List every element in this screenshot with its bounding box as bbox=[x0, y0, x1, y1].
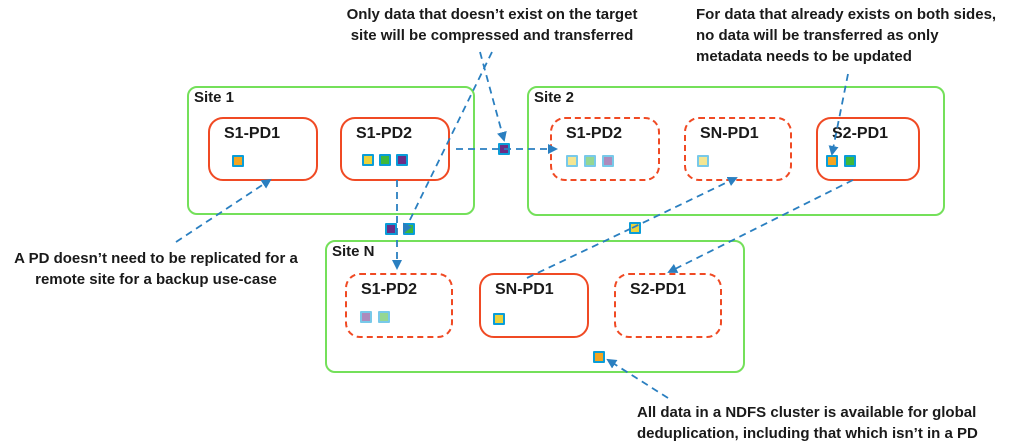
data-block-green-replica bbox=[584, 155, 596, 167]
data-block-green bbox=[844, 155, 856, 167]
data-block-yellow-replica bbox=[566, 155, 578, 167]
data-block-green bbox=[379, 154, 391, 166]
site-n: Site N bbox=[325, 240, 745, 373]
site-label: Site N bbox=[332, 243, 375, 260]
arrow-sn-pd1-source bbox=[526, 227, 633, 279]
data-block-yellow-replica bbox=[697, 155, 709, 167]
pd-label: S2-PD1 bbox=[832, 125, 889, 142]
arrow-s2-to-site-n bbox=[667, 179, 854, 273]
data-block-purple-in-transit bbox=[385, 223, 397, 235]
pd-sn-pd1: SN-PD1 bbox=[479, 273, 589, 338]
pd-label: S2-PD1 bbox=[630, 281, 687, 298]
arrow-metadata-only bbox=[828, 73, 849, 156]
pd-label: S1-PD2 bbox=[361, 281, 418, 298]
pd-replica-s2-pd1: S2-PD1 bbox=[614, 273, 722, 338]
site-label: Site 1 bbox=[194, 89, 235, 106]
pd-s1-pd2: S1-PD2 bbox=[340, 117, 450, 181]
site-1: Site 1 bbox=[187, 86, 475, 215]
data-block-purple bbox=[396, 154, 408, 166]
pd-s2-pd1: S2-PD1 bbox=[816, 117, 920, 181]
arrow-compress-to-transit bbox=[479, 51, 507, 142]
data-block-purple-replica bbox=[602, 155, 614, 167]
arrow-sn-to-site-2 bbox=[631, 176, 738, 229]
annotation-compressed-transfer: Only data that doesn’t exist on the targ… bbox=[346, 6, 638, 44]
data-block-orange-unprotected bbox=[593, 351, 605, 363]
data-block-yellow bbox=[362, 154, 374, 166]
annotation-backup-use-case: A PD doesn’t need to be replicated for a… bbox=[14, 250, 298, 288]
pd-label: S1-PD2 bbox=[566, 125, 623, 142]
site-2: Site 2 bbox=[527, 86, 945, 216]
arrow-compress-to-site-n bbox=[403, 51, 493, 234]
annotation-global-dedup: All data in a NDFS cluster is available … bbox=[637, 404, 978, 442]
pd-label: SN-PD1 bbox=[495, 281, 554, 298]
pd-replica-sn-pd1: SN-PD1 bbox=[684, 117, 792, 181]
data-block-green-replica bbox=[378, 311, 390, 323]
pd-label: SN-PD1 bbox=[700, 125, 759, 142]
data-block-orange bbox=[826, 155, 838, 167]
pd-label: S1-PD1 bbox=[224, 125, 281, 142]
pd-replica-s1-pd2: S1-PD2 bbox=[345, 273, 453, 338]
data-block-yellow bbox=[493, 313, 505, 325]
pd-label: S1-PD2 bbox=[356, 125, 413, 142]
data-block-purple-replica bbox=[360, 311, 372, 323]
arrow-pd-not-replicated bbox=[175, 178, 272, 243]
annotation-metadata-update: For data that already exists on both sid… bbox=[696, 6, 997, 65]
arrow-global-dedup bbox=[606, 358, 669, 399]
data-block-orange bbox=[232, 155, 244, 167]
site-label: Site 2 bbox=[534, 89, 575, 106]
